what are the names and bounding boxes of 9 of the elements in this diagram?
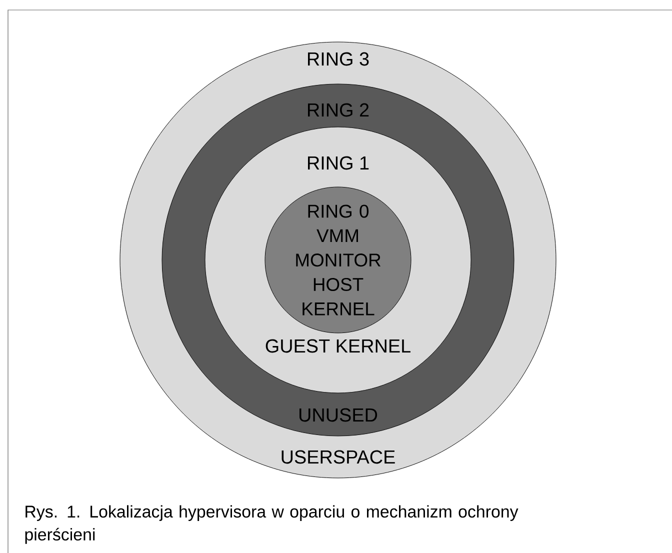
ring-label: RING 0 VMM MONITOR HOST KERNEL [296,204,380,316]
caption: Rys. 1. Lokalizacja hypervisora w oparciu o mechanizm ochrony pierścieni [25,505,518,544]
ring-label: UNUSED [300,408,378,422]
ring-label: RING 1 [308,156,369,170]
ring-circle [264,186,412,334]
ring-label: USERSPACE [282,450,395,464]
ring-label: GUEST KERNEL [266,339,410,353]
ring-label: RING 3 [308,52,369,66]
ring-label: RING 2 [308,103,369,117]
